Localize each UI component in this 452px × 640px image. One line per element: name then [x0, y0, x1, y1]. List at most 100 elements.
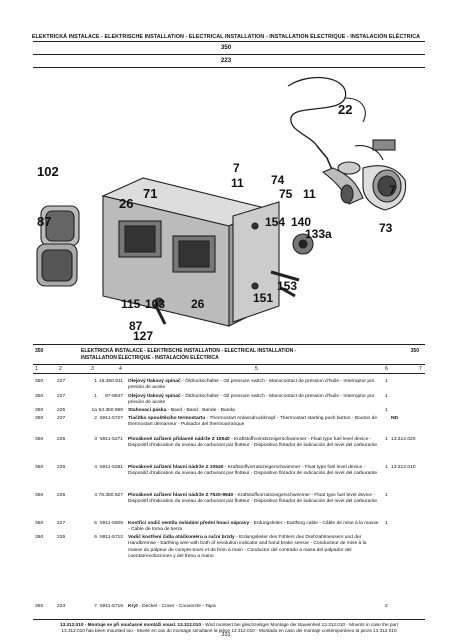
cell-group: 350	[35, 604, 44, 609]
footnote: 13.312.010 - Montuje se při současné mon…	[33, 622, 425, 634]
desc-name: Olejový tlakový spínač	[128, 379, 181, 384]
cell-qty: 2	[385, 604, 388, 609]
col-number: 7	[419, 366, 422, 372]
callout-71: 71	[143, 186, 157, 201]
column-numbers: 1 2 3 4 5 6 7	[33, 365, 425, 373]
desc-name: Tlačítko spouštěcího termostartu	[128, 416, 206, 421]
cell-part-number: 5911-5609	[99, 521, 123, 526]
callout-74: 74	[271, 173, 285, 187]
cell-part-number: 5911-5712	[99, 535, 123, 540]
divider	[33, 619, 425, 620]
footnote-line2: 13.312.010 has been mounted too - Monté …	[61, 628, 397, 634]
col-number: 3	[91, 366, 94, 372]
cell-position: 5	[94, 521, 97, 526]
cell-subgroup: 227	[57, 394, 66, 399]
cell-group: 350	[35, 379, 44, 384]
cell-part-number: 5911-5719	[99, 604, 123, 609]
cell-part-number: 5911-5281	[99, 465, 123, 470]
cell-description: Tlačítko spouštěcího termostartu - Therm…	[128, 416, 380, 429]
cell-part-number: 53.350.969	[98, 408, 123, 413]
cell-subgroup: 227	[57, 416, 66, 421]
cell-subgroup: 225	[57, 408, 66, 413]
cell-subgroup: 226	[57, 465, 66, 470]
cell-group: 350	[35, 521, 44, 526]
divider	[33, 364, 425, 365]
cell-subgroup: 223	[57, 604, 66, 609]
cell-qty: 1	[385, 493, 388, 498]
cell-note: ND	[391, 416, 399, 421]
cell-group: 350	[35, 394, 44, 399]
callout-11: 11	[303, 187, 316, 201]
cell-description: Kostřicí vodič ventilu ovládání přední h…	[128, 521, 380, 534]
cell-qty: 1	[385, 394, 388, 399]
cell-position: 3	[94, 437, 97, 442]
exploded-parts-diagram: 22 7 11 74 75 11 7 102 71 26 87 154 140 …	[36, 76, 407, 340]
cell-qty: 1	[385, 408, 388, 413]
desc-text: - Kraftstoffvorratszeigerschwimmer - Flo…	[128, 493, 378, 505]
cell-qty: 1	[385, 465, 388, 470]
callout-153: 153	[277, 279, 297, 293]
desc-text: - Kraftstoffvorratszeigerschwimmer - Flo…	[128, 437, 378, 449]
cell-note: 13.312.020	[391, 437, 416, 442]
desc-name: Kryt	[128, 604, 138, 609]
callout-87: 87	[37, 214, 51, 229]
cell-position: 4	[94, 465, 97, 470]
cell-group: 350	[35, 437, 44, 442]
cell-position: 4	[94, 493, 97, 498]
cell-part-number: 16.350.911	[98, 379, 123, 384]
cell-group: 350	[35, 535, 44, 540]
section-title-line2: INSTALLATION ÉLECTRIQUE - INSTALACIÓN EL…	[81, 354, 219, 361]
cell-qty: 1	[385, 521, 388, 526]
cell-subgroup: 227	[57, 379, 66, 384]
cell-part-number: 5911-5271	[99, 437, 123, 442]
cell-group: 350	[35, 408, 44, 413]
callout-102: 102	[37, 164, 59, 179]
footnote-line1: 13.312.010 - Montuje se při současné mon…	[33, 622, 425, 628]
cell-subgroup: 227	[57, 521, 66, 526]
footnote-bold: 13.312.010 - Montuje se při současné mon…	[60, 622, 201, 627]
col-number: 1	[35, 366, 38, 372]
section-heading: 350 ELEKTRICKÁ INSTALACE - ELEKTRISCHE I…	[33, 348, 425, 366]
desc-text: - Erdungsleiter - Earthing cable - Câble…	[128, 521, 379, 533]
desc-text: - Erdungsleiter des Fühlers des Drehzahl…	[128, 535, 367, 560]
callout-26: 26	[191, 297, 205, 311]
section-number-left: 350	[35, 348, 44, 354]
cell-part-number: 5911-5727	[99, 416, 123, 421]
section-title-line1: ELEKTRICKÁ INSTALACE - ELEKTRISCHE INSTA…	[81, 348, 297, 354]
cell-position: 6	[94, 535, 97, 540]
divider	[33, 41, 425, 42]
divider	[33, 344, 425, 345]
desc-name: Olejový tlakový spínač	[128, 394, 181, 399]
divider	[33, 54, 425, 55]
callout-7: 7	[389, 183, 396, 197]
divider	[33, 373, 425, 374]
cell-description: Olejový tlakový spínač - Öldruckschalter…	[128, 394, 380, 407]
callout-87: 87	[129, 319, 143, 333]
cell-group: 350	[35, 416, 44, 421]
cell-note: 13.312.010	[391, 465, 416, 470]
page-number: 331	[221, 632, 231, 638]
cell-position: 7	[94, 604, 97, 609]
cell-group: 350	[35, 493, 44, 498]
desc-name: Stahovací páska	[128, 408, 167, 413]
cell-qty: 1	[385, 379, 388, 384]
cell-subgroup: 226	[57, 493, 66, 498]
desc-name: Kostřicí vodič ventilu ovládání přední h…	[128, 521, 250, 526]
desc-text: - Öldruckschalter - Oil pressure switch …	[128, 379, 375, 391]
section-number-right: 350	[410, 348, 419, 354]
cell-description: Kryt - Deckel - Cover - Couvercle - Tapa	[128, 604, 380, 610]
desc-text: - Kraftstoffvorratszeigerschwimmer - Flo…	[128, 465, 378, 477]
subgroup-number: 223	[220, 57, 232, 64]
callout-140: 140	[291, 215, 311, 229]
callout-154: 154	[265, 215, 285, 229]
cell-subgroup: 226	[57, 535, 66, 540]
col-number: 6	[385, 366, 388, 372]
callout-73: 73	[379, 221, 393, 235]
callout-103: 103	[145, 297, 165, 311]
callout-26: 26	[119, 196, 133, 211]
callout-22: 22	[338, 102, 352, 117]
desc-text: - Öldruckschalter - Oil pressure switch …	[128, 394, 375, 406]
callout-75: 75	[279, 187, 293, 201]
col-number: 5	[255, 366, 258, 372]
